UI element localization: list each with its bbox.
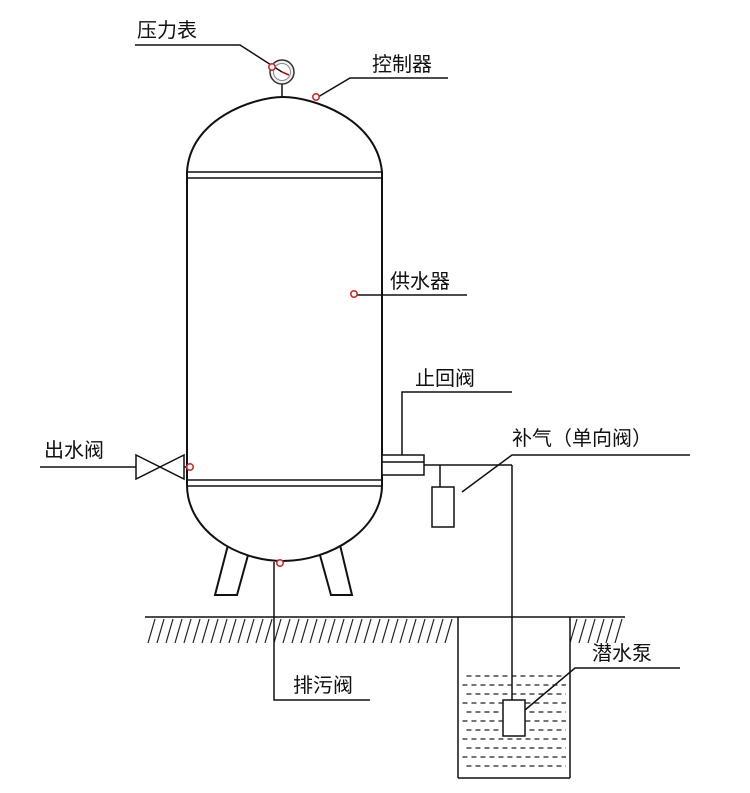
ground-hatch-mark: [255, 618, 264, 644]
ground-hatch-mark: [219, 618, 228, 644]
outlet-valve-icon: [40, 453, 187, 481]
ground-hatch-mark: [435, 618, 444, 644]
ground-hatch-mark: [183, 618, 192, 644]
ground-hatch-mark: [147, 618, 156, 644]
ground-hatch-mark: [381, 618, 390, 644]
ground-hatch-mark: [417, 618, 426, 644]
ground-hatch-mark: [605, 618, 614, 644]
ground-hatch-mark: [569, 618, 578, 644]
ground-hatch-mark: [309, 618, 318, 644]
ground-hatch-mark: [318, 618, 327, 644]
ground-hatch-mark: [192, 618, 201, 644]
submersible-pump-icon: [502, 699, 526, 737]
ground-hatch-mark: [273, 618, 282, 644]
ground-hatch-mark: [300, 618, 309, 644]
ground-hatch-mark: [426, 618, 435, 644]
well: [457, 617, 571, 779]
ground-hatch-mark: [587, 618, 596, 644]
ground-hatch-mark: [246, 618, 255, 644]
ground-hatch-mark: [291, 618, 300, 644]
label-submersible-pump: 潜水泵: [592, 641, 652, 665]
leader-lines: [135, 44, 690, 711]
label-pressure-gauge: 压力表: [137, 18, 197, 42]
ground-hatch-mark: [444, 618, 453, 644]
ground-hatch-mark: [156, 618, 165, 644]
ground-hatch-mark: [399, 618, 408, 644]
label-controller: 控制器: [372, 52, 432, 76]
ground-hatch-mark: [210, 618, 219, 644]
ground-hatch-mark: [390, 618, 399, 644]
label-markers: [186, 62, 358, 567]
label-air-supply: 补气（单向阀）: [512, 426, 652, 450]
tank: [186, 95, 383, 563]
ground-hatch-mark: [372, 618, 381, 644]
ground-hatch-mark: [363, 618, 372, 644]
ground-hatch-mark: [578, 618, 587, 644]
ground-hatch-mark: [282, 618, 291, 644]
ground-hatch-mark: [408, 618, 417, 644]
tank-body: [186, 95, 383, 563]
ground-hatch-mark: [345, 618, 354, 644]
ground-hatch-mark: [264, 618, 273, 644]
label-water-supplier: 供水器: [390, 269, 450, 293]
ground-hatch-mark: [228, 618, 237, 644]
ground-hatch-mark: [237, 618, 246, 644]
ground-hatch-mark: [327, 618, 336, 644]
ground-hatch-mark: [336, 618, 345, 644]
ground-hatch-mark: [614, 618, 623, 644]
label-drain-valve: 排污阀: [293, 673, 353, 697]
ground-hatch-mark: [354, 618, 363, 644]
ground: [145, 616, 625, 644]
label-check-valve: 止回阀: [415, 366, 475, 390]
ground-hatch-mark: [201, 618, 210, 644]
ground-hatch-mark: [174, 618, 183, 644]
ground-hatch-mark: [165, 618, 174, 644]
label-outlet-valve: 出水阀: [44, 438, 104, 462]
ground-hatch-mark: [596, 618, 605, 644]
check-valve-icon: [381, 454, 512, 528]
